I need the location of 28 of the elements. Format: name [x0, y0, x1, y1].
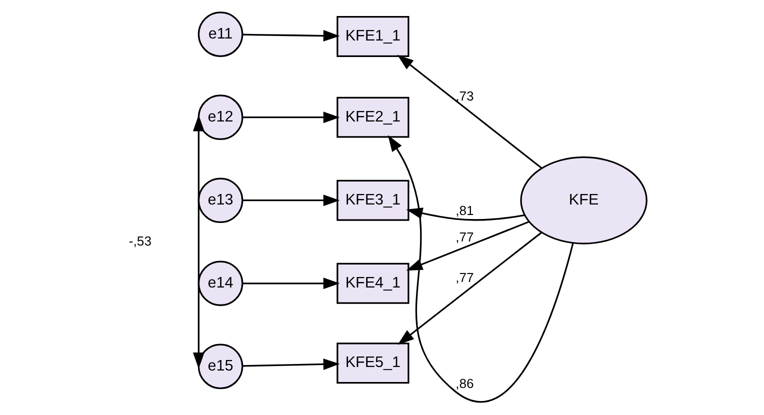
node-circle: e12	[197, 94, 243, 140]
node-circle: e15	[197, 344, 243, 390]
arrow	[406, 208, 524, 221]
node-box: KFE2_1	[336, 96, 409, 138]
arrow	[406, 220, 529, 271]
node-circle: e13	[197, 178, 243, 224]
node-box: KFE1_1	[336, 16, 409, 57]
edge-label: ,77	[455, 229, 474, 244]
arrow	[397, 232, 542, 345]
node-box: KFE5_1	[336, 342, 409, 384]
arrow	[396, 54, 542, 169]
arrow	[242, 30, 340, 42]
edge-label: ,81	[455, 203, 474, 218]
arrow	[192, 114, 204, 369]
node-box: KFE3_1	[336, 180, 409, 221]
edge-label: -,53	[128, 233, 152, 248]
edge-label: ,77	[455, 270, 474, 285]
arrow	[387, 135, 574, 402]
node-circle: e11	[197, 12, 243, 57]
arrow	[242, 112, 340, 124]
node-ellipse: KFE	[520, 156, 647, 244]
arrow	[242, 278, 340, 290]
edge-label: ,73	[455, 88, 474, 104]
arrow	[242, 194, 340, 206]
edge-label: ,86	[455, 376, 474, 391]
node-circle: e14	[197, 260, 243, 306]
arrow	[242, 358, 340, 370]
node-box: KFE4_1	[336, 262, 409, 304]
